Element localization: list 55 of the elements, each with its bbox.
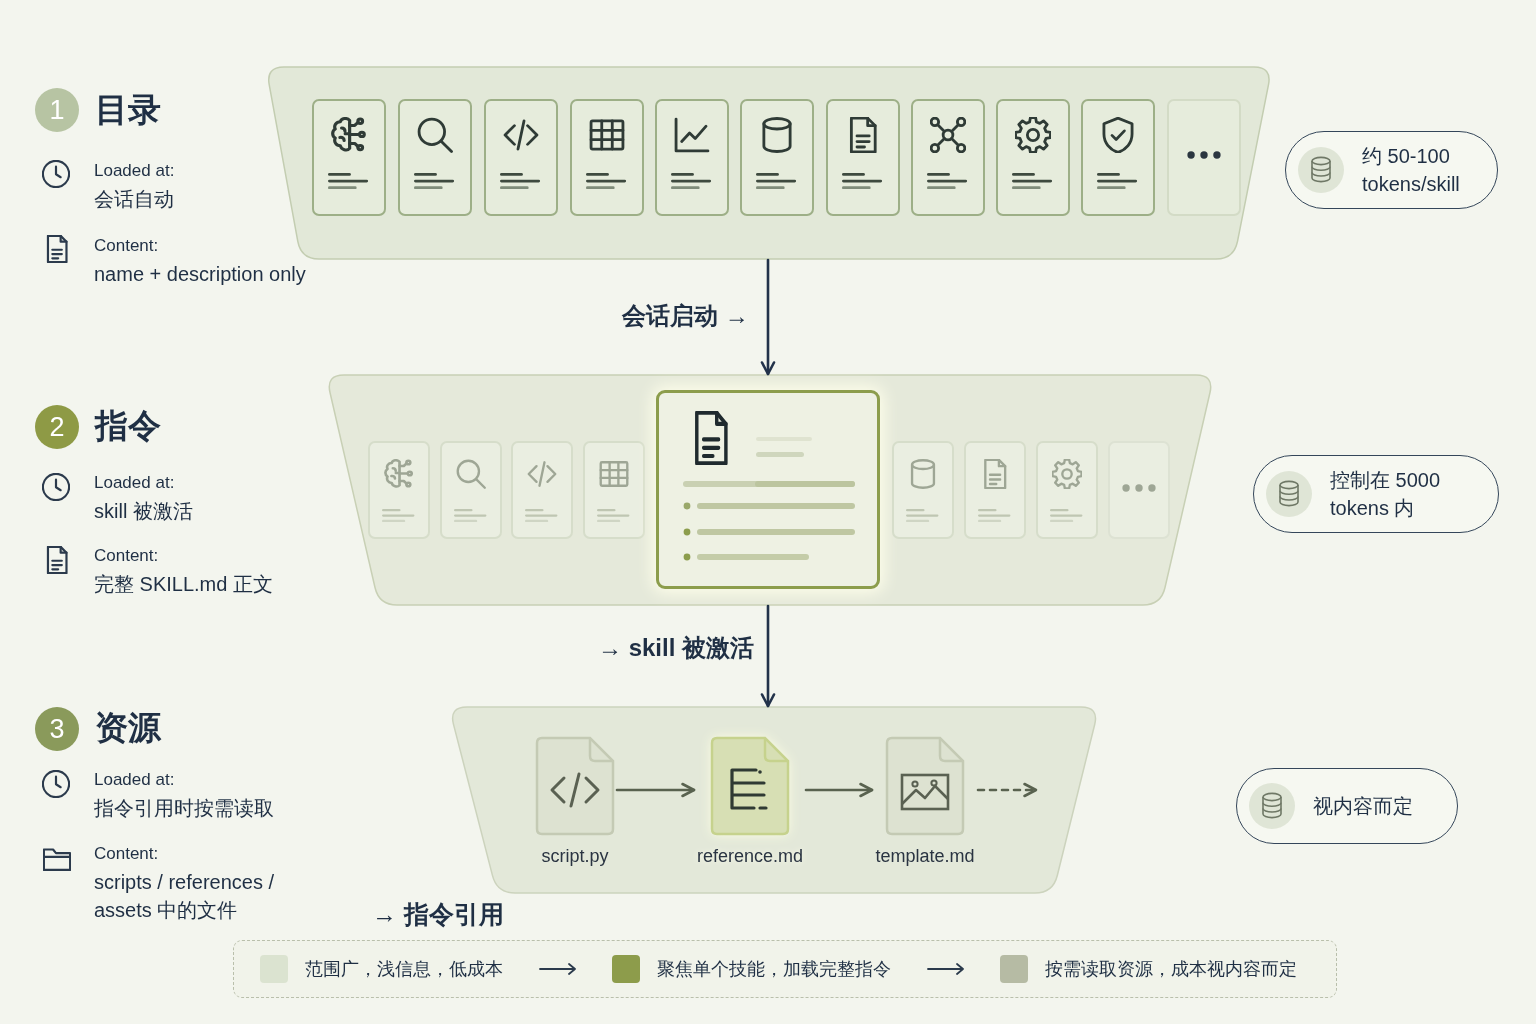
trigger-label: → 指令引用 [372, 899, 504, 930]
file-name: template.md [875, 845, 975, 868]
field-label: Content: [94, 235, 159, 257]
file-name: reference.md [696, 845, 804, 868]
step-number: 3 [35, 707, 79, 751]
skill-card [398, 99, 472, 216]
arrow [804, 782, 874, 798]
skill-card [892, 441, 954, 539]
skill-card [368, 441, 430, 539]
section-heading: 指令 [95, 406, 161, 446]
legend-text: 聚焦单个技能，加载完整指令 [657, 958, 891, 981]
skill-card [996, 99, 1070, 216]
skill-card [484, 99, 558, 216]
skill-card [312, 99, 386, 216]
field-value: 完整 SKILL.md 正文 [94, 572, 273, 597]
file-name: script.py [541, 845, 609, 868]
skill-detail-card [656, 390, 880, 589]
section-heading: 资源 [95, 708, 161, 748]
pill-text: 约 50-100 tokens/skill [1362, 144, 1461, 197]
step-number: 1 [35, 88, 79, 132]
skill-card [655, 99, 729, 216]
field-label: Loaded at: [94, 769, 175, 791]
field-value: 指令引用时按需读取 [94, 796, 274, 821]
pill-text: 控制在 5000 tokens 内 [1330, 468, 1442, 521]
edge-label: → skill 被激活 [598, 633, 755, 663]
skill-card [1036, 441, 1098, 539]
field-label: Loaded at: [94, 472, 175, 494]
field-label: Content: [94, 545, 159, 567]
legend-text: 范围广，浅信息，低成本 [305, 958, 503, 981]
skill-card [826, 99, 900, 216]
legend-text: 按需读取资源，成本视内容而定 [1045, 958, 1297, 981]
step-number: 2 [35, 405, 79, 449]
skill-card [570, 99, 644, 216]
skill-card [1108, 441, 1170, 539]
edge-label: 会话启动 → [622, 301, 749, 331]
skill-card [964, 441, 1026, 539]
dashed-arrow [976, 782, 1038, 798]
section-heading: 目录 [95, 90, 161, 130]
field-value: skill 被激活 [94, 499, 193, 524]
skill-card [583, 441, 645, 539]
field-value: scripts / references / assets 中的文件 [94, 870, 276, 923]
field-value: 会话自动 [94, 187, 174, 212]
skill-card [911, 99, 985, 216]
field-value: name + description only [94, 262, 306, 287]
skill-card [740, 99, 814, 216]
field-label: Loaded at: [94, 160, 175, 182]
skill-card [1167, 99, 1241, 216]
skill-card [440, 441, 502, 539]
skill-card [511, 441, 573, 539]
arrow [760, 604, 776, 708]
field-label: Content: [94, 843, 159, 865]
arrow [615, 782, 696, 798]
arrow [760, 258, 776, 376]
pill-text: 视内容而定 [1313, 794, 1414, 819]
skill-card [1081, 99, 1155, 216]
